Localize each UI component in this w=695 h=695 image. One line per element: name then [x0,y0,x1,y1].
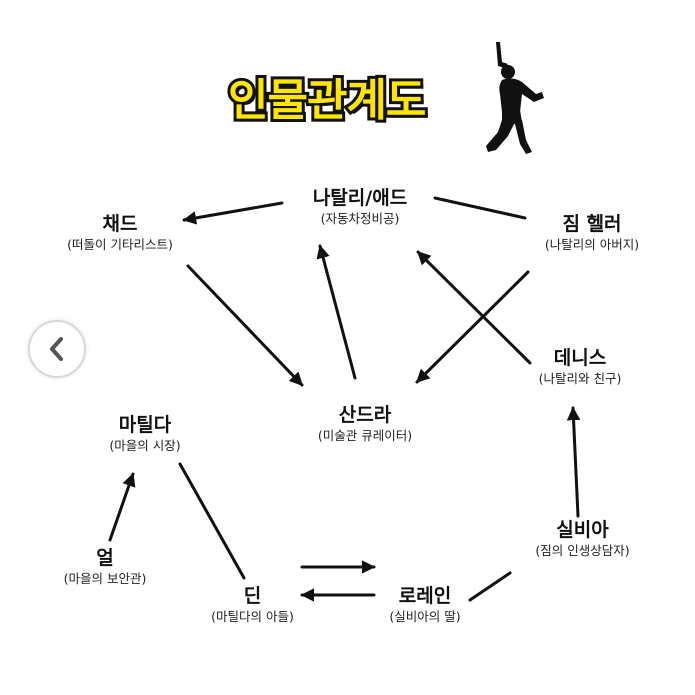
dancer-silhouette-icon [486,42,544,154]
node-sandra: 산드라 (미술관 큐레이터) [285,403,445,445]
node-natalie: 나탈리/애드 (자동차정비공) [280,186,440,228]
node-name: 마틸다 [118,414,172,436]
node-chad: 채드 (떠돌이 기타리스트) [30,212,210,254]
node-name: 얼 [96,547,114,569]
node-name: 나탈리/애드 [312,187,408,209]
node-desc: (나탈리의 아버지) [544,237,640,252]
edge-jim-natalie [433,196,527,220]
node-name: 딘 [243,585,262,607]
node-desc: (실비아의 딸) [389,609,461,624]
node-matilda: 마틸다 (마을의 시장) [75,413,215,455]
node-desc: (나탈리와 친구) [538,371,622,386]
node-name: 실비아 [556,519,609,541]
node-desc: (짐의 인생상담자) [535,543,630,558]
node-desc: (마을의 시장) [109,438,181,453]
edge-sylvia-to-dennis [566,406,581,518]
edge-earl-to-matilda [108,472,136,542]
node-name: 짐 헬러 [562,213,622,235]
edge-chad-to-sandra [186,264,304,387]
edge-dennis-to-natalie [416,250,532,365]
node-dean: 딘 (마틸다의 아들) [180,584,325,626]
node-name: 산드라 [338,404,392,426]
node-name: 채드 [102,213,138,235]
node-jim: 짐 헬러 (나탈리의 아버지) [512,212,672,254]
node-desc: (자동차정비공) [320,211,400,226]
node-lorraine: 로레인 (실비아의 딸) [360,584,490,626]
node-sylvia: 실비아 (짐의 인생상담자) [505,518,660,560]
node-desc: (떠돌이 기타리스트) [67,237,173,252]
edge-matilda-dean [178,462,246,580]
chevron-left-icon [50,337,63,361]
edge-sylvia-lorraine [468,571,512,602]
page-title: 인물관계도 [225,72,429,129]
carousel-prev-button[interactable] [28,320,86,378]
node-name: 로레인 [398,585,452,607]
node-desc: (마을의 보안관) [63,571,147,586]
node-dennis: 데니스 (나탈리와 친구) [505,346,655,388]
node-earl: 얼 (마을의 보안관) [40,546,170,588]
node-name: 데니스 [553,347,607,369]
edge-natalie-to-chad [182,201,284,225]
edge-jim-to-sandra [415,270,530,384]
node-desc: (마틸다의 아들) [211,609,294,624]
node-desc: (미술관 큐레이터) [317,428,413,443]
edge-sandra-to-natalie [316,244,357,380]
